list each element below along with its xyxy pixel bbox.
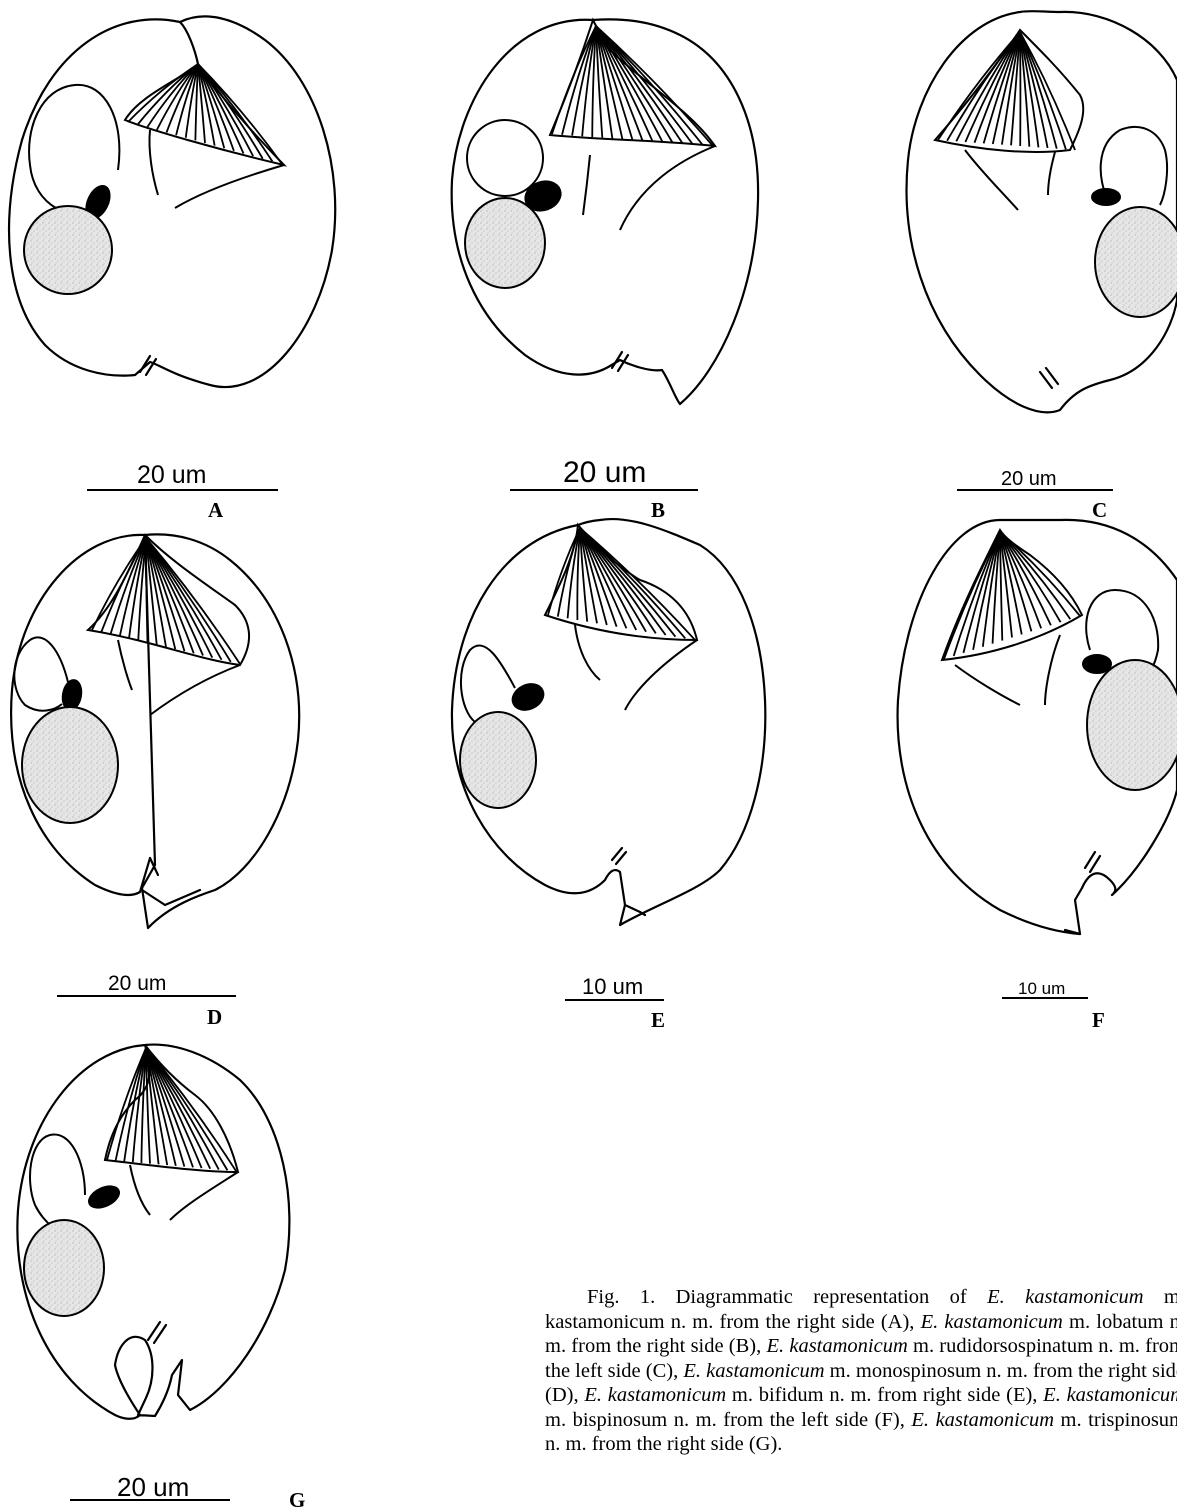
panel-letter-g: G (289, 1490, 305, 1511)
caption-species-name: E. kastamonicum (987, 1286, 1143, 1308)
scalebar-label-a: 20 um (137, 463, 206, 488)
cilium-line (984, 32, 1020, 143)
oral-cilia-fan-g (105, 1045, 238, 1220)
cilium-line (1020, 32, 1048, 148)
scalebar-label-e: 10 um (582, 976, 643, 998)
cilium-line (146, 538, 194, 653)
oral-cilia-fan-b (550, 20, 715, 230)
scalebar-label-b: 20 um (563, 458, 646, 488)
oral-cilia-fan-d (88, 535, 249, 715)
oral-cilia-fan-c (935, 30, 1083, 210)
panel-letter-a: A (208, 500, 223, 521)
contractile-vacuole-b (465, 120, 565, 288)
contractile-vacuole-a (24, 85, 119, 294)
panel-letter-c: C (1092, 500, 1107, 521)
caption-species-name: E. kastamonicum (683, 1360, 824, 1382)
ciliate-drawing-a (9, 16, 335, 387)
caption-species-name: E. kastamonicum (921, 1311, 1063, 1333)
panel-letter-d: D (207, 1007, 222, 1028)
panel-letter-b: B (651, 500, 665, 521)
contractile-vacuole-e (460, 645, 548, 808)
cilium-line (596, 26, 663, 142)
caption-species-name: E. kastamonicum (1043, 1384, 1177, 1406)
contractile-vacuole-g (24, 1134, 122, 1316)
scalebar-label-f: 10 um (1018, 980, 1065, 997)
cilium-line (146, 538, 203, 656)
panel-letter-f: F (1092, 1010, 1105, 1031)
oral-cilia-fan-a (125, 64, 284, 208)
caption-species-name: E. kastamonicum (584, 1384, 726, 1406)
cilium-line (198, 64, 234, 151)
caption-text: Fig. 1. Diagrammatic representation of (587, 1286, 987, 1308)
contractile-vacuole-d (14, 637, 118, 823)
oral-cilia-fan-e (545, 525, 697, 710)
contractile-vacuole-c (1092, 127, 1177, 317)
caption-text: m. bispinosum n. m. from the left side (… (545, 1409, 911, 1431)
oral-cilia-fan-f (942, 530, 1082, 705)
caption-species-name: E. kastamonicum (766, 1335, 907, 1357)
caption-species-name: E. kastamonicum (911, 1409, 1054, 1431)
figure-caption: Fig. 1. Diagrammatic representation of E… (545, 1285, 1177, 1457)
panel-letter-e: E (651, 1010, 665, 1031)
scalebar-label-g: 20 um (117, 1474, 189, 1500)
scalebar-label-c: 20 um (1001, 469, 1057, 489)
scalebar-label-d: 20 um (108, 973, 166, 994)
contractile-vacuole-f (1083, 590, 1177, 790)
caption-text: m. bifidum n. m. from right side (E), (726, 1384, 1043, 1406)
